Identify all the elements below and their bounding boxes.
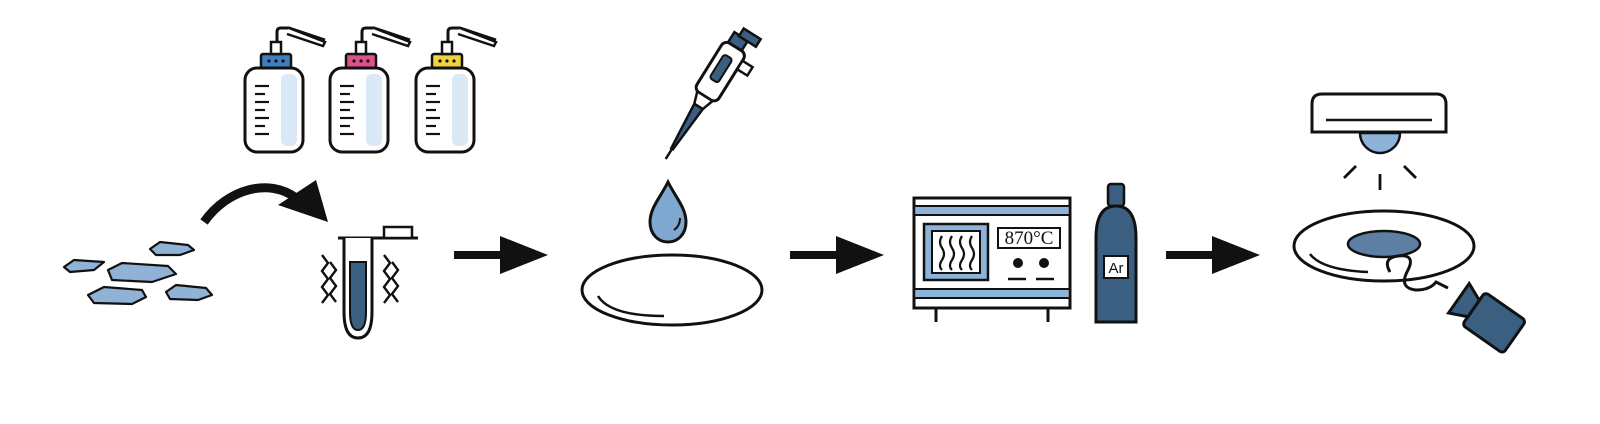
liquid-drop-icon (648, 178, 688, 244)
substrate-icon (580, 253, 764, 327)
vibrating-tube-icon (320, 225, 418, 340)
arrow-right-icon (790, 236, 884, 274)
arrow-right-icon (454, 236, 548, 274)
camera-icon (1445, 280, 1526, 354)
curved-arrow-icon (200, 180, 328, 225)
wash-bottles (243, 26, 498, 154)
gas-cylinder-icon: Ar (1094, 182, 1138, 324)
wash-bottle-icon (328, 26, 412, 154)
gas-cylinder-label: Ar (1109, 260, 1124, 277)
pipette-icon (664, 26, 763, 160)
furnace-temperature-display: 870°C (1005, 228, 1054, 249)
arrow-right-icon (1166, 236, 1260, 274)
hexagonal-flakes-icon (62, 240, 214, 306)
lamp-icon (1310, 92, 1448, 190)
furnace-icon: 870°C (912, 196, 1072, 322)
wash-bottle-icon (243, 26, 327, 154)
sample-substrate-icon (1292, 209, 1476, 292)
wash-bottle-icon (414, 26, 498, 154)
